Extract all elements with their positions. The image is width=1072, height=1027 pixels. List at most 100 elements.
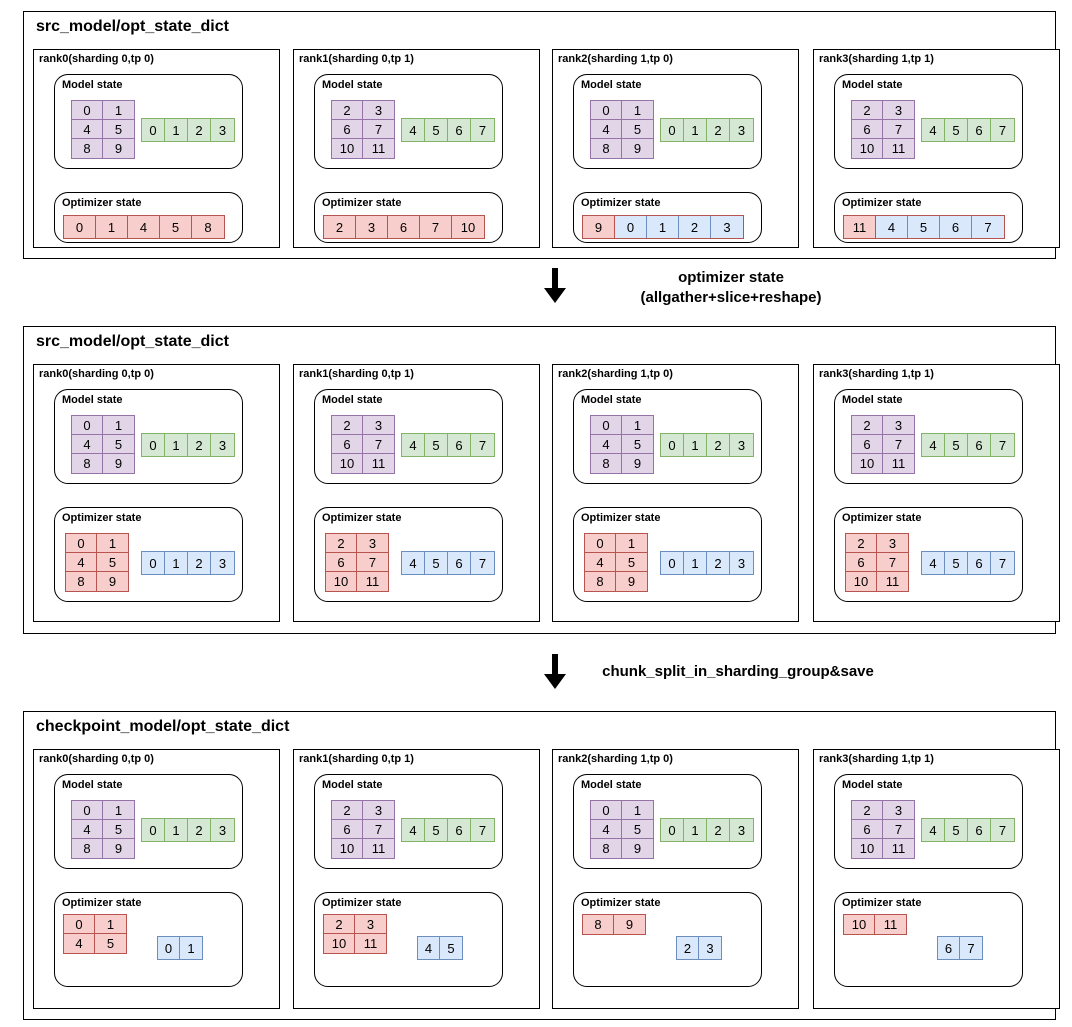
model-vector-cell: 7 xyxy=(478,822,487,838)
model-matrix-cell: 11 xyxy=(891,141,906,156)
step-label-line: (allgather+slice+reshape) xyxy=(640,289,822,306)
optimizer-state-label: Optimizer state xyxy=(62,512,142,524)
optimizer-vector-cell: 3 xyxy=(218,555,227,571)
optimizer-cell: 6 xyxy=(940,216,972,238)
model-matrix-cell: 1 xyxy=(622,101,653,120)
model-vector-cell: 7 xyxy=(998,437,1007,453)
model-matrix-cell: 3 xyxy=(883,416,914,435)
model-matrix-cell: 5 xyxy=(622,820,653,839)
optimizer-matrix-cell: 2 xyxy=(324,915,355,934)
model-matrix-cell: 2 xyxy=(332,416,363,435)
optimizer-vector-cell: 0 xyxy=(661,552,684,574)
model-matrix-cell: 4 xyxy=(72,120,103,139)
optimizer-vector-cell: 6 xyxy=(938,937,960,959)
optimizer-matrix-cell: 3 xyxy=(357,534,388,553)
optimizer-vector-cell: 4 xyxy=(402,552,425,574)
optimizer-matrix-cell: 5 xyxy=(97,553,128,572)
rank-title: rank3(sharding 1,tp 1) xyxy=(819,53,934,65)
model-vector-cell: 4 xyxy=(922,119,945,141)
optimizer-state-label: Optimizer state xyxy=(322,897,402,909)
model-vector-cell: 3 xyxy=(218,122,227,138)
model-matrix-cell: 10 xyxy=(332,454,363,473)
model-matrix-cell: 4 xyxy=(591,820,622,839)
optimizer-matrix-cell: 0 xyxy=(66,534,97,553)
model-matrix-cell: 8 xyxy=(591,839,622,858)
model-matrix-cell: 10 xyxy=(852,839,883,858)
model-matrix-cell: 9 xyxy=(114,841,123,856)
model-state-label: Model state xyxy=(842,79,903,91)
optimizer-matrix-cell: 3 xyxy=(877,534,908,553)
model-vector-cell: 2 xyxy=(188,119,211,141)
model-vector-cell: 1 xyxy=(165,434,188,456)
model-vector-cell: 0 xyxy=(142,119,165,141)
model-matrix-cell: 4 xyxy=(72,820,103,839)
model-matrix-cell: 7 xyxy=(363,820,394,839)
model-matrix-cell: 11 xyxy=(891,841,906,856)
model-matrix-cell: 11 xyxy=(371,456,386,471)
model-matrix-cell: 10 xyxy=(852,139,883,158)
model-matrix-cell: 7 xyxy=(363,120,394,139)
model-vector-cell: 1 xyxy=(165,119,188,141)
model-state-label: Model state xyxy=(581,79,642,91)
model-matrix-cell: 5 xyxy=(103,820,134,839)
optimizer-cell: 1 xyxy=(647,216,679,238)
optimizer-matrix-cell: 11 xyxy=(883,917,898,932)
optimizer-matrix-cell: 11 xyxy=(365,574,380,589)
optimizer-matrix-cell: 5 xyxy=(106,936,115,951)
model-matrix-cell: 7 xyxy=(363,435,394,454)
rank-title: rank0(sharding 0,tp 0) xyxy=(39,753,154,765)
optimizer-matrix-cell: 10 xyxy=(324,934,355,953)
model-vector-cell: 4 xyxy=(402,119,425,141)
optimizer-vector-cell: 2 xyxy=(707,552,730,574)
model-vector-cell: 4 xyxy=(922,434,945,456)
optimizer-vector-cell: 7 xyxy=(478,555,487,571)
optimizer-cell: 0 xyxy=(615,216,647,238)
optimizer-cell: 6 xyxy=(388,216,420,238)
model-vector-cell: 5 xyxy=(425,119,448,141)
model-matrix-cell: 2 xyxy=(852,416,883,435)
optimizer-matrix-cell: 9 xyxy=(627,574,636,589)
optimizer-matrix-cell: 0 xyxy=(585,534,616,553)
optimizer-state-label: Optimizer state xyxy=(842,197,922,209)
model-matrix-cell: 8 xyxy=(72,454,103,473)
rank-title: rank3(sharding 1,tp 1) xyxy=(819,753,934,765)
optimizer-matrix-cell: 9 xyxy=(108,574,117,589)
optimizer-cell: 10 xyxy=(452,216,484,238)
model-matrix-cell: 6 xyxy=(852,120,883,139)
model-matrix-cell: 6 xyxy=(332,120,363,139)
model-matrix-cell: 10 xyxy=(332,839,363,858)
model-matrix-cell: 3 xyxy=(883,801,914,820)
optimizer-cell: 3 xyxy=(711,216,743,238)
model-matrix-cell: 8 xyxy=(72,139,103,158)
optimizer-matrix-cell: 5 xyxy=(616,553,647,572)
